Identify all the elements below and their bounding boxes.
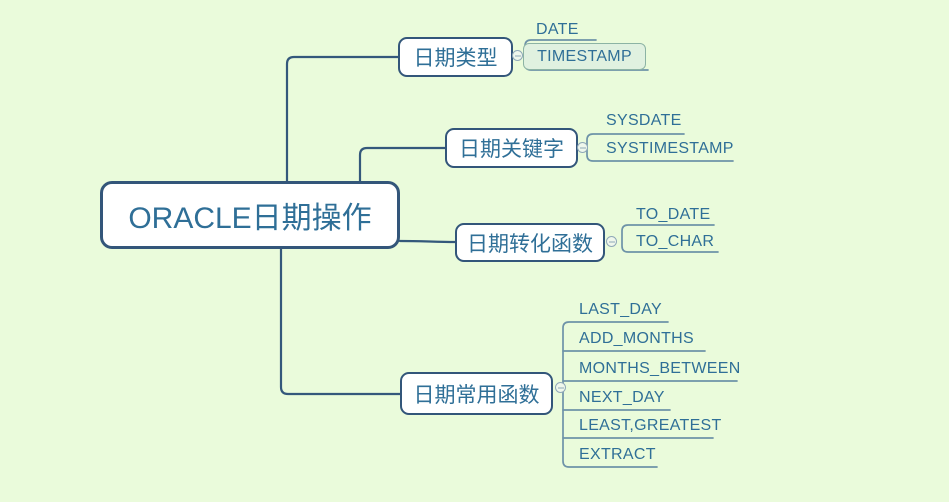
root-topic[interactable]: ORACLE日期操作 (100, 181, 400, 249)
root-topic-label: ORACLE日期操作 (128, 202, 372, 235)
branch-topic-label: 日期关键字 (459, 138, 564, 161)
leaf-topic-date[interactable]: DATE (536, 21, 579, 38)
branch-topic-date-conversion-functions[interactable]: 日期转化函数 (455, 223, 605, 262)
leaf-topic-to-char[interactable]: TO_CHAR (636, 233, 715, 250)
branch-topic-label: 日期类型 (413, 47, 498, 70)
leaf-topic-next-day[interactable]: NEXT_DAY (579, 389, 665, 406)
leaf-topic-label: TIMESTAMP (537, 47, 632, 65)
leaf-topic-sysdate[interactable]: SYSDATE (606, 112, 682, 129)
branch-topic-label: 日期常用函数 (413, 383, 540, 407)
leaf-topic-months-between[interactable]: MONTHS_BETWEEN (579, 360, 741, 377)
connector-root-to-branch-1 (285, 55, 400, 184)
branch-topic-label: 日期转化函数 (467, 232, 593, 256)
collapse-toggle-icon[interactable] (606, 236, 617, 247)
leaf-topic-least-greatest[interactable]: LEAST,GREATEST (579, 417, 722, 434)
leaf-topic-timestamp-selected[interactable]: TIMESTAMP (523, 43, 646, 70)
leaf-topic-systimestamp[interactable]: SYSTIMESTAMP (606, 140, 734, 157)
bracket-branch-4-children (562, 321, 669, 468)
branch-topic-date-types[interactable]: 日期类型 (398, 37, 513, 77)
collapse-toggle-icon[interactable] (512, 50, 523, 61)
collapse-toggle-icon[interactable] (577, 142, 588, 153)
connector-root-to-branch-3 (398, 239, 457, 244)
leaf-topic-last-day[interactable]: LAST_DAY (579, 301, 663, 318)
leaf-topic-to-date[interactable]: TO_DATE (636, 206, 711, 223)
branch-topic-date-common-functions[interactable]: 日期常用函数 (400, 372, 553, 415)
connector-root-to-branch-4 (279, 246, 402, 396)
leaf-topic-extract[interactable]: EXTRACT (579, 446, 656, 463)
branch-topic-date-keywords[interactable]: 日期关键字 (445, 128, 578, 168)
connector-root-to-branch-2 (358, 146, 447, 184)
collapse-toggle-icon[interactable] (555, 382, 566, 393)
bracket-branch-3-children (621, 224, 719, 253)
leaf-topic-add-months[interactable]: ADD_MONTHS (579, 330, 695, 347)
